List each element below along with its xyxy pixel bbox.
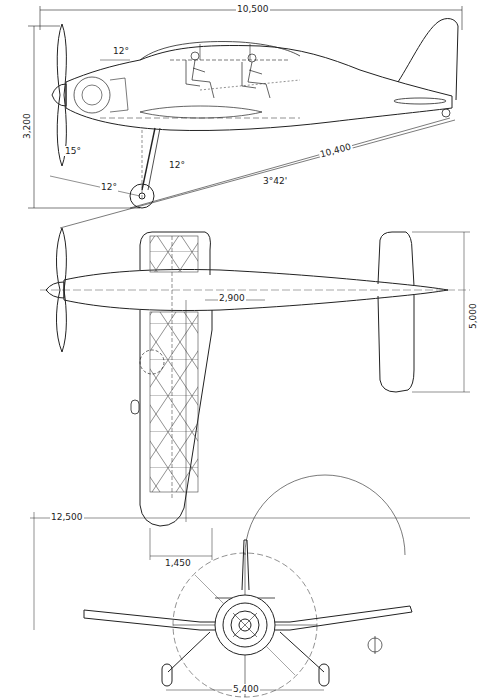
- dimension-ground-length: 10,400: [318, 141, 353, 159]
- side-view: [28, 6, 462, 228]
- dimension-height: 3,200: [22, 112, 32, 140]
- dimension-root: 1,450: [164, 558, 192, 568]
- angle-label: 12°: [100, 182, 118, 192]
- angle-label: 3°42': [262, 176, 288, 186]
- plan-view: [40, 228, 470, 526]
- angle-label: 12°: [168, 160, 186, 170]
- angle-label: 12°: [112, 46, 130, 56]
- dimension-track: 5,400: [232, 684, 260, 694]
- dimension-chord: 2,900: [218, 293, 246, 303]
- angle-label: 15°: [64, 146, 82, 156]
- dimension-length: 10,500: [236, 4, 270, 14]
- dimension-span: 12,500: [50, 512, 84, 522]
- front-view: [30, 475, 470, 697]
- dimension-tail-span: 5,000: [468, 302, 478, 330]
